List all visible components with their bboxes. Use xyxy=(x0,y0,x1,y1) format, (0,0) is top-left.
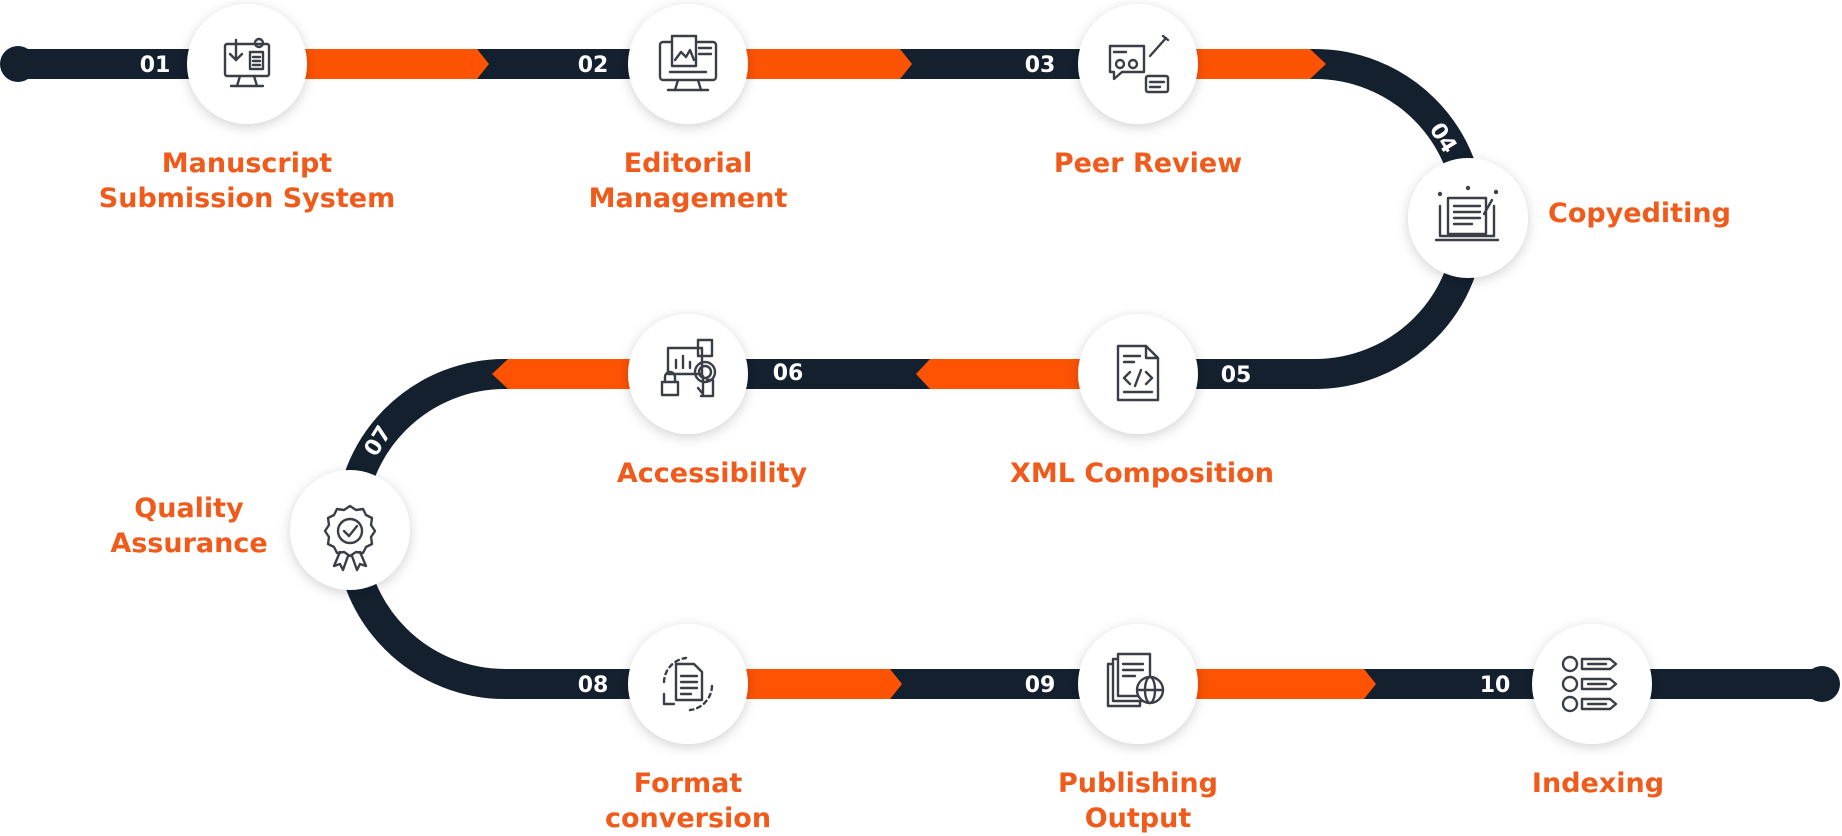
step-label-06: Accessibility xyxy=(616,458,808,489)
step-node-10 xyxy=(1532,624,1652,744)
step-node-01 xyxy=(187,4,307,124)
editorial-monitor-icon xyxy=(658,34,718,92)
step-label-05: XML Composition xyxy=(1010,458,1274,489)
track-start-cap xyxy=(0,46,36,82)
accessibility-touch-icon xyxy=(660,338,717,398)
step-node-02 xyxy=(628,4,748,124)
indexing-list-icon xyxy=(1561,655,1618,713)
format-cycle-icon xyxy=(662,656,714,712)
step-node-04 xyxy=(1408,158,1528,278)
review-chat-icon xyxy=(1108,34,1170,94)
step-label-10: Indexing xyxy=(1531,768,1665,799)
quality-badge-icon xyxy=(323,504,377,572)
step-label-08: Format conversion xyxy=(604,768,772,834)
step-number-08: 08 xyxy=(578,673,609,698)
step-number-03: 03 xyxy=(1025,53,1056,78)
arrow-segment-08 xyxy=(720,669,902,699)
step-node-06 xyxy=(628,314,748,434)
workflow-track xyxy=(18,49,1820,699)
step-label-01: Manuscript Submission System xyxy=(98,148,396,214)
step-label-02: Editorial Management xyxy=(588,148,788,214)
step-number-09: 09 xyxy=(1025,673,1056,698)
step-number-10: 10 xyxy=(1480,673,1511,698)
step-node-05 xyxy=(1078,314,1198,434)
step-node-09 xyxy=(1078,624,1198,744)
step-node-03 xyxy=(1078,4,1198,124)
step-node-08 xyxy=(628,624,748,744)
download-monitor-icon xyxy=(223,37,271,88)
step-number-06: 06 xyxy=(773,361,804,386)
step-label-07: Quality Assurance xyxy=(110,493,268,559)
publishing-globe-icon xyxy=(1106,652,1165,708)
arrow-segment-09 xyxy=(1180,669,1376,699)
step-number-05: 05 xyxy=(1221,363,1252,388)
arrow-segment-02 xyxy=(720,49,912,79)
step-number-01: 01 xyxy=(140,53,171,78)
step-label-04: Copyediting xyxy=(1548,198,1731,229)
step-node-07 xyxy=(290,470,410,590)
xml-file-icon xyxy=(1116,344,1160,402)
track-end-cap xyxy=(1804,666,1840,702)
arrow-segment-01 xyxy=(290,49,489,79)
arrow-segment-05 xyxy=(916,359,1090,389)
copyedit-document-icon xyxy=(1434,185,1500,242)
step-number-02: 02 xyxy=(578,53,609,78)
arrow-segment-06 xyxy=(492,359,650,389)
step-label-09: Publishing Output xyxy=(1058,768,1218,834)
step-label-03: Peer Review xyxy=(1053,148,1243,179)
